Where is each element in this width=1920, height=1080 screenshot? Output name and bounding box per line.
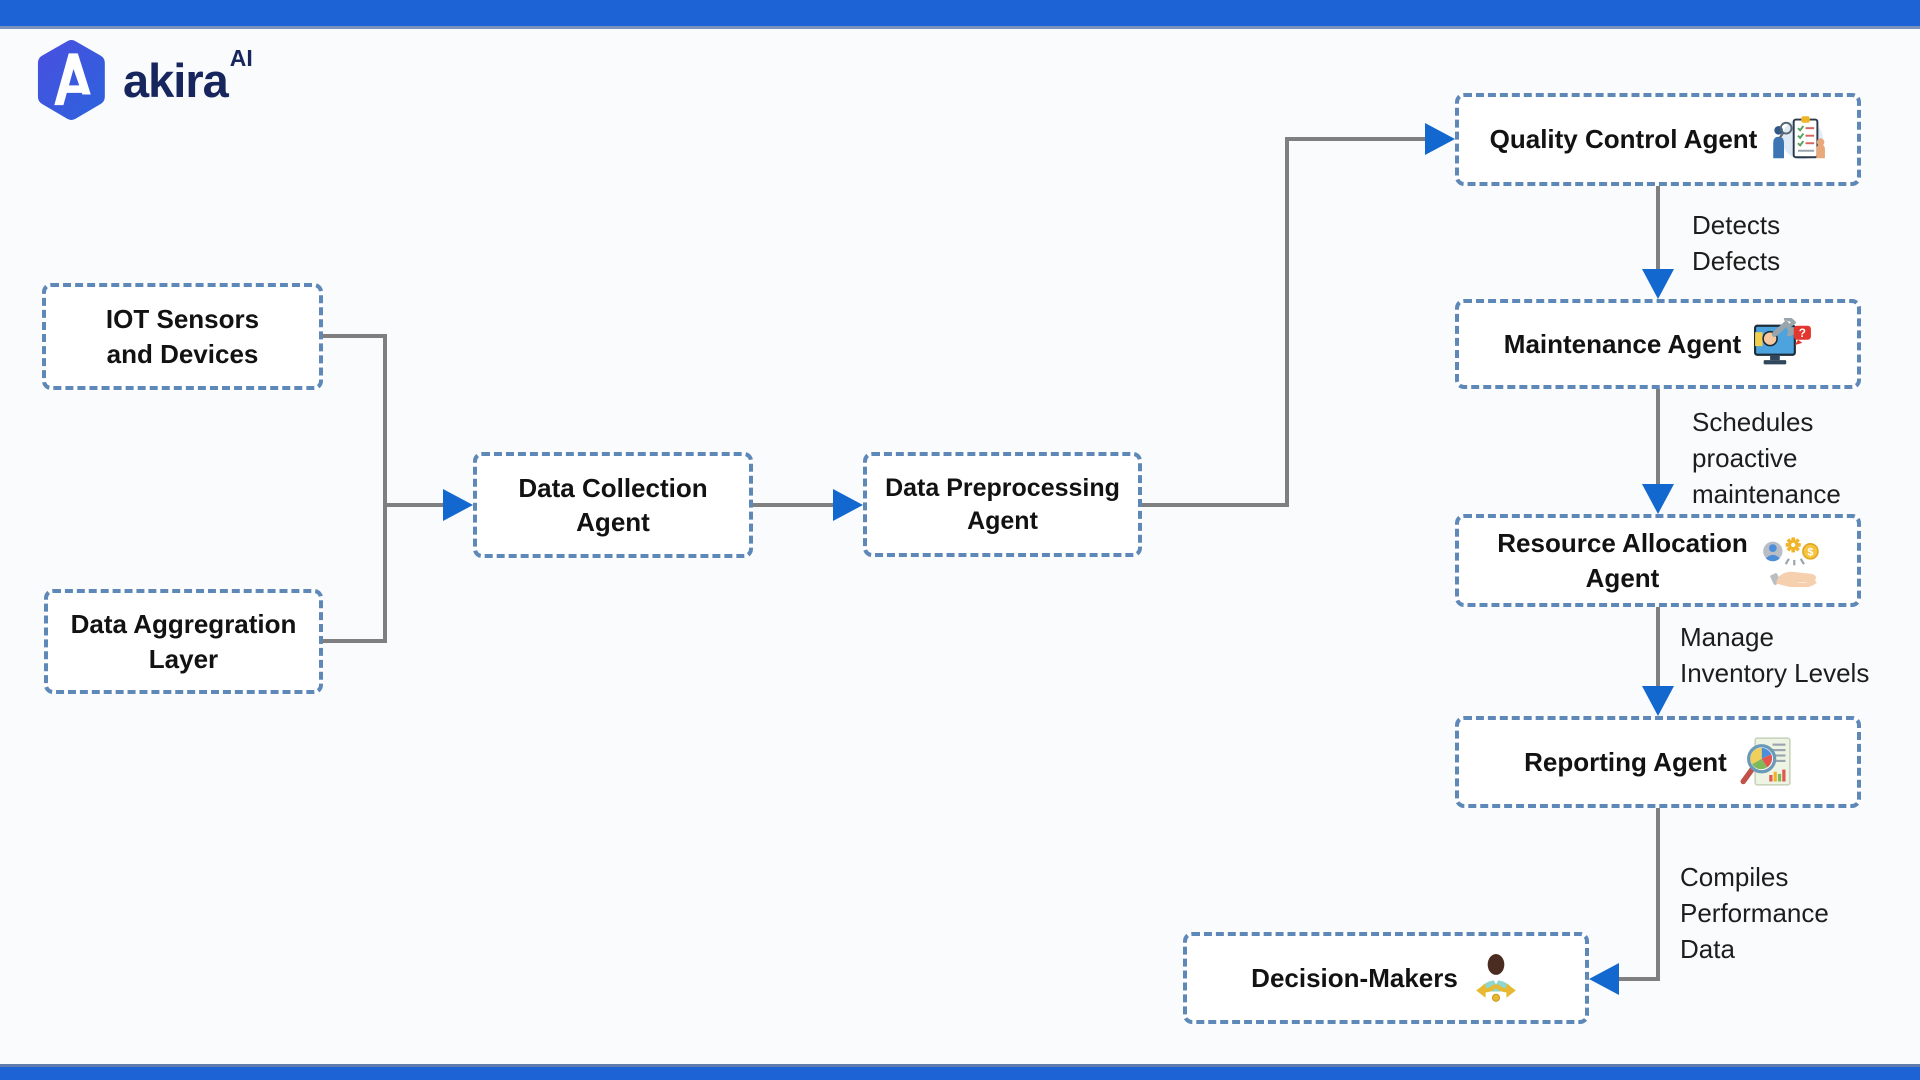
arrowhead-into-maintenance [1642,269,1674,299]
monitor-wrench-repair-icon: ? [1754,318,1812,370]
node-reporting: Reporting Agent [1455,716,1861,808]
node-data-collection: Data Collection Agent [473,452,753,558]
brand-name: akiraAI [123,44,253,107]
node-data-aggregation: Data Aggregration Layer [44,589,323,694]
svg-text:?: ? [1799,326,1806,340]
edge-label-detects-defects: Detects Defects [1692,210,1781,276]
brand-logo: akiraAI [33,38,253,122]
edge-collection-to-preprocessing [753,503,833,507]
node-resource-allocation: Resource Allocation Agent $ [1455,514,1861,607]
node-maintenance: Maintenance Agent ? [1455,299,1861,389]
arrowhead-into-data-preprocessing [833,489,863,521]
arrowhead-into-data-collection [443,489,473,521]
edge-maintenance-to-resource [1656,389,1660,484]
report-magnifier-chart-icon [1740,736,1792,788]
node-label: IOT Sensors and Devices [105,304,260,369]
node-label: Resource Allocation Agent [1497,528,1748,593]
edge-quality-to-maintenance [1656,186,1660,270]
node-label: Data Aggregration Layer [70,609,297,674]
akira-hexagon-logo-icon [33,38,109,122]
edge-drop-to-decision [1617,977,1660,981]
edge-resource-to-reporting [1656,607,1660,686]
node-label: Decision-Makers [1251,962,1458,993]
node-label: Maintenance Agent [1503,328,1742,359]
svg-text:$: $ [1807,546,1813,558]
edge-riser-to-quality [1285,137,1425,141]
arrowhead-into-quality-control [1425,123,1455,155]
edge-trunk-vertical [383,334,387,643]
person-decision-paths-icon [1471,952,1521,1004]
edge-label-manage-inventory: Manage Inventory Levels [1680,622,1870,688]
node-label: Data Collection Agent [518,472,708,537]
node-label: Quality Control Agent [1489,124,1758,155]
edge-trunk-to-collection [385,503,445,507]
node-label: Reporting Agent [1524,746,1727,777]
arrowhead-into-decision-makers [1589,963,1619,995]
quality-control-inspection-icon [1770,114,1826,166]
edge-preprocessing-riser [1285,137,1289,507]
arrowhead-into-reporting [1642,686,1674,716]
edge-label-compiles-performance: Compiles Performance Data [1680,862,1829,964]
edge-preprocessing-horizontal [1142,503,1289,507]
arrowhead-into-resource-allocation [1642,484,1674,514]
node-data-preprocessing: Data Preprocessing Agent [863,452,1142,557]
hand-resources-allocation-icon: $ [1761,535,1819,587]
node-label: Data Preprocessing Agent [885,473,1120,535]
node-quality-control: Quality Control Agent [1455,93,1861,186]
edge-reporting-drop [1656,808,1660,981]
node-iot-sensors: IOT Sensors and Devices [42,283,323,390]
edge-label-schedules-maintenance: Schedules proactive maintenance [1692,407,1841,509]
top-accent-bar [0,0,1920,29]
brand-superscript: AI [229,44,253,71]
node-decision-makers: Decision-Makers [1183,932,1589,1024]
edge-aggregation-to-trunk [322,639,385,643]
bottom-accent-bar [0,1064,1920,1080]
edge-iot-to-trunk [322,334,385,338]
